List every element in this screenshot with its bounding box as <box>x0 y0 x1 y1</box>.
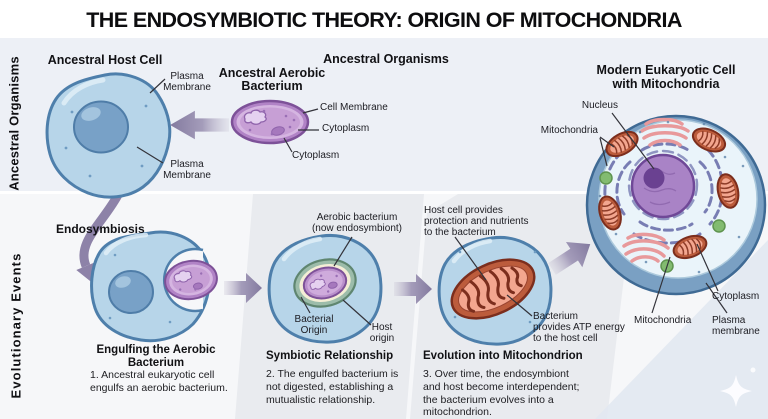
step2-callout: Aerobic bacterium (now endosymbiont) <box>311 212 403 234</box>
cytoplasm-label-outer: Cytoplasm <box>292 150 340 161</box>
step3-body: 3. Over time, the endosymbiont and host … <box>423 368 580 419</box>
golgi-apparatus <box>622 232 670 263</box>
endosymbiosis-label: Endosymbiosis <box>56 222 145 236</box>
page-title: THE ENDOSYMBIOTIC THEORY: ORIGIN OF MITO… <box>86 8 682 32</box>
ancestral-organisms-header: Ancestral Organisms <box>323 52 449 66</box>
cytoplasm-label-inner: Cytoplasm <box>322 123 370 134</box>
plasma-membrane-label-top: Plasma Membrane <box>163 71 211 93</box>
mitochondria-label-lower: Mitochondria <box>634 315 692 326</box>
engulfing-cell-illustration <box>90 230 218 343</box>
step3-callout-right: Bacterium provides ATP energy to the hos… <box>533 311 625 344</box>
side-label-evolutionary-events: Evolutionary Events <box>8 252 24 399</box>
cytoplasm-label-modern: Cytoplasm <box>712 291 760 302</box>
step1-body: 1. Ancestral eukaryotic cell engulfs an … <box>90 369 228 394</box>
step3-callout-top: Host cell provides protection and nutrie… <box>424 205 529 238</box>
symbiotic-cell-illustration <box>267 233 383 344</box>
cell-membrane-label: Cell Membrane <box>320 102 388 113</box>
bacterium-title: Ancestral Aerobic Bacterium <box>218 66 326 93</box>
sparkle-icon <box>720 367 756 407</box>
side-label-ancestral-organisms: Ancestral Organisms <box>6 56 22 191</box>
bacterial-origin-label: Bacterial Origin <box>294 314 334 336</box>
ancestral-host-cell-illustration <box>45 72 172 199</box>
step1-heading: Engulfing the Aerobic Bacterium <box>96 344 216 369</box>
host-cell-title: Ancestral Host Cell <box>47 53 163 67</box>
golgi-apparatus <box>640 117 690 147</box>
plasma-membrane-label-modern: Plasma membrane <box>712 315 760 337</box>
host-origin-label: Host origin <box>369 322 395 344</box>
ancestral-bacterium-illustration <box>230 99 310 145</box>
step2-heading: Symbiotic Relationship <box>266 350 394 362</box>
nucleus-label: Nucleus <box>581 100 618 111</box>
step3-heading: Evolution into Mitochondrion <box>423 350 583 362</box>
modern-cell-title: Modern Eukaryotic Cell with Mitochondria <box>596 63 736 91</box>
nucleus-illustration <box>630 153 696 219</box>
mitochondrion-cell-illustration <box>437 235 553 346</box>
plasma-membrane-label-bottom: Plasma Membrane <box>163 159 211 181</box>
modern-eukaryotic-cell-illustration <box>585 114 767 296</box>
step2-body: 2. The engulfed bacterium is not digeste… <box>266 368 399 406</box>
callout-lines <box>136 78 728 326</box>
mitochondria-label-upper: Mitochondria <box>540 125 598 136</box>
